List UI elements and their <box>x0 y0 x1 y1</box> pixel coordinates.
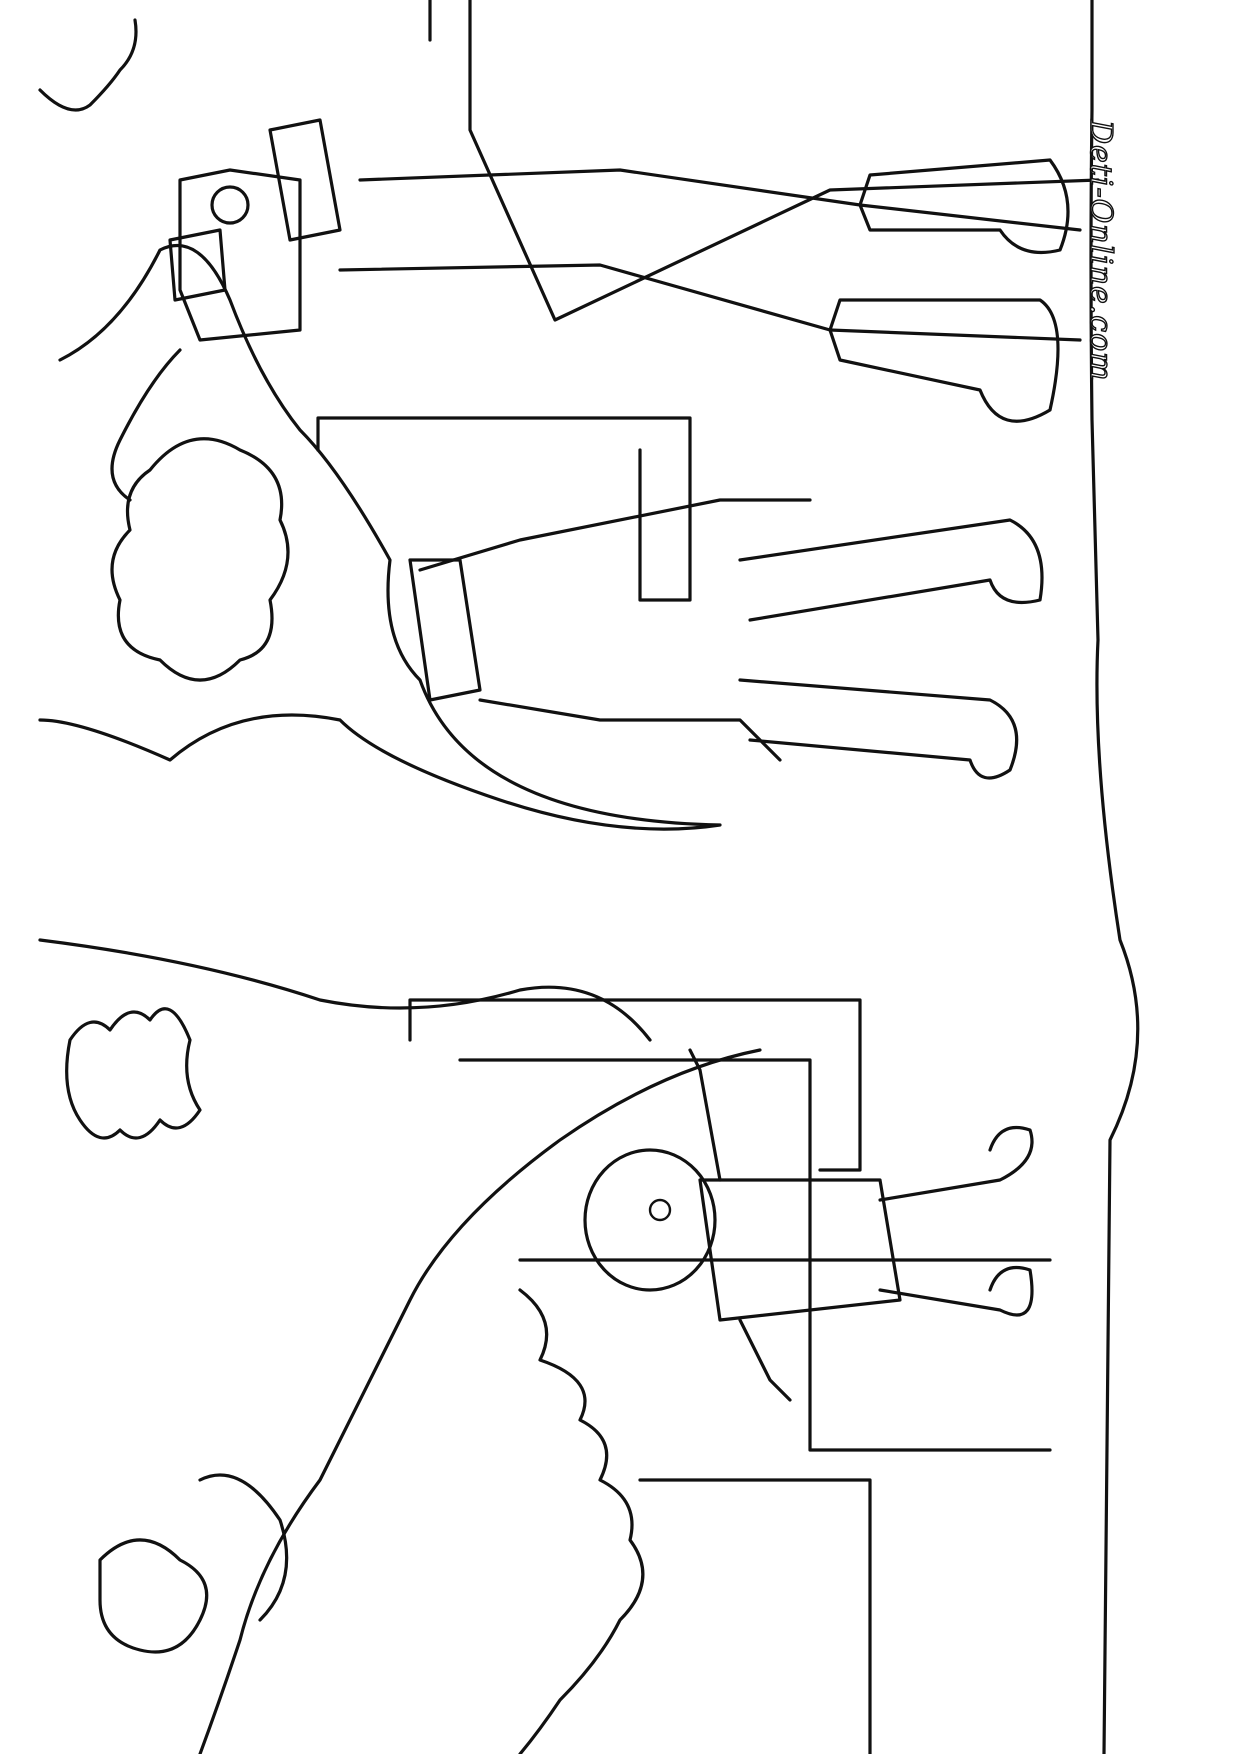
building-window-lower-d <box>638 1478 872 1754</box>
child-arm-upper <box>688 1048 722 1182</box>
bag-icon <box>408 558 482 702</box>
building-window-lower-a <box>408 998 862 1172</box>
tree-lower-trunk <box>198 1048 762 1754</box>
wall-upper <box>468 0 1100 322</box>
tree-upper-branch <box>110 348 182 502</box>
child-arm-lower <box>738 1318 792 1402</box>
ground-line <box>1089 0 1140 1754</box>
adult-camera-legs <box>828 158 1070 423</box>
adult-center-body <box>418 498 812 762</box>
cloud-top <box>38 18 138 112</box>
building-window-upper <box>316 416 692 602</box>
tree-lower-roots <box>198 1473 289 1622</box>
bush-middle <box>65 1007 202 1140</box>
tree-upper-canopy <box>38 244 722 831</box>
camera-handle-icon <box>168 228 227 302</box>
tree-upper-leaves <box>110 437 290 682</box>
child-eye-icon <box>648 1198 672 1222</box>
child-leg-a <box>878 1125 1034 1202</box>
watermark: Deti-Online.com <box>1082 119 1118 382</box>
building-window-lower-b <box>458 1058 1052 1452</box>
adult-center-legs <box>738 518 1044 780</box>
camera-lens-icon <box>210 185 250 225</box>
camera-icon <box>178 168 302 342</box>
child-leg-b <box>878 1265 1034 1317</box>
camera-grip-icon <box>268 118 342 242</box>
tree-lower-canopy <box>518 1288 645 1754</box>
tree-lower-leaves <box>98 1538 209 1654</box>
child-body <box>698 1178 902 1322</box>
tree-middle-trunk <box>38 938 652 1042</box>
child-head <box>583 1148 717 1292</box>
adult-camera-body <box>338 168 1082 342</box>
